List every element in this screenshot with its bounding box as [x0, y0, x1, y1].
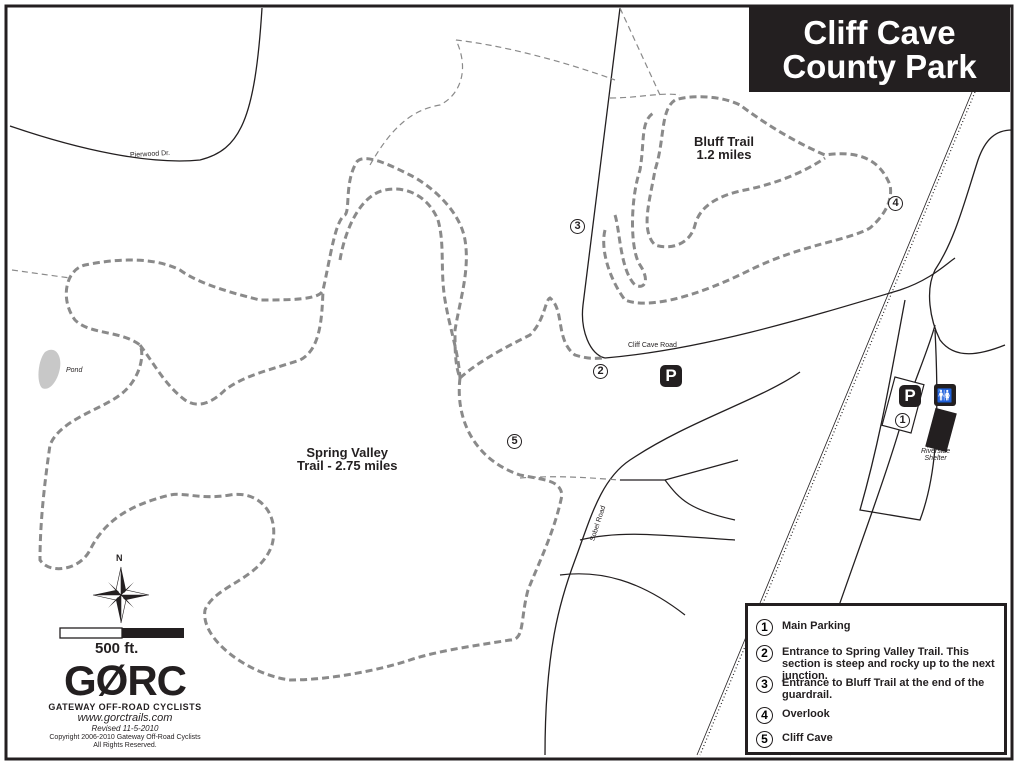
- spring-valley-trail-label: Spring Valley Trail - 2.75 miles: [297, 446, 397, 472]
- connector-path-6: [519, 476, 621, 481]
- map-border: [4, 4, 1014, 761]
- shelter-label-line-1: Riverside: [921, 448, 951, 455]
- river-edge: [928, 129, 1013, 355]
- copyright: Copyright 2006-2010 Gateway Off-Road Cyc…: [49, 734, 201, 741]
- marker-3: 3: [570, 219, 585, 234]
- shelter-label: Riverside Shelter: [921, 448, 950, 462]
- marker-4: 4: [888, 196, 903, 211]
- side-road-4: [559, 573, 686, 616]
- cliff-cave-road-north: [581, 7, 621, 359]
- legend-item-1: 1 Main Parking: [756, 619, 998, 636]
- bluff-trail-label: Bluff Trail 1.2 miles: [694, 135, 754, 161]
- legend-item-3: 3 Entrance to Bluff Trail at the end of …: [756, 676, 998, 701]
- restroom-icon: [934, 384, 956, 406]
- spring-valley-trail: [458, 296, 606, 380]
- parking-sign-riverside-icon: P: [899, 385, 921, 407]
- connector-path-4: [455, 39, 616, 81]
- gorc-logo: GØRC: [64, 657, 187, 704]
- legend-text: Main Parking: [782, 620, 851, 632]
- compass-rose-icon: [92, 566, 150, 624]
- pond: [38, 349, 61, 389]
- spring-valley-trail-name: Spring Valley: [306, 445, 389, 460]
- cliff-cave-road: [604, 257, 956, 359]
- legend-number: 2: [756, 645, 773, 662]
- legend-text: Overlook: [782, 708, 830, 720]
- svg-text:🚻: 🚻: [937, 388, 953, 403]
- spring-valley-trail-length: Trail - 2.75 miles: [297, 458, 398, 473]
- side-road-3: [579, 533, 736, 541]
- scale-bar-white: [59, 627, 123, 639]
- riverside-shelter: [925, 407, 957, 453]
- shelter-label-line-2: Shelter: [924, 455, 947, 462]
- spring-valley-west-connector: [138, 289, 325, 406]
- legend-item-2: 2 Entrance to Spring Valley Trail. This …: [756, 645, 998, 682]
- north-label: N: [116, 553, 123, 563]
- cliff-cave-road-label: Cliff Cave Road: [628, 342, 677, 349]
- connector-path-3: [609, 93, 681, 99]
- bluff-trail: [602, 95, 893, 305]
- railroad: [699, 91, 976, 756]
- gorc-credits: GØRC GATEWAY OFF-ROAD CYCLISTS www.gorct…: [30, 660, 220, 750]
- gorc-url: www.gorctrails.com: [77, 712, 173, 724]
- side-road-1: [620, 459, 739, 481]
- pond-label: Pond: [66, 367, 83, 374]
- pierwood-road: [9, 7, 263, 162]
- gorc-org-name: GATEWAY OFF-ROAD CYCLISTS: [48, 702, 202, 712]
- connector-path: [11, 269, 71, 279]
- legend-text: Entrance to Bluff Trail at the end of th…: [782, 677, 985, 701]
- map-title: Cliff Cave County Park: [749, 7, 1010, 92]
- legend-item-5: 5 Cliff Cave: [756, 731, 998, 748]
- legend-text: Entrance to Spring Valley Trail. This se…: [782, 646, 995, 682]
- parking-sign-icon: P: [660, 365, 682, 387]
- title-line-2: County Park: [782, 48, 977, 85]
- spring-valley-inner: [338, 187, 462, 379]
- bluff-trail-spur: [613, 110, 656, 288]
- marker-2: 2: [593, 364, 608, 379]
- legend-text: Cliff Cave: [782, 732, 833, 744]
- scale-label: 500 ft.: [95, 640, 139, 657]
- scale-bar-black: [122, 628, 184, 638]
- title-line-1: Cliff Cave: [803, 14, 956, 51]
- marker-1: 1: [895, 413, 910, 428]
- connector-path-north: [619, 7, 661, 96]
- railroad-line: [696, 91, 973, 756]
- rights: All Rights Reserved.: [93, 742, 157, 749]
- marker-5: 5: [507, 434, 522, 449]
- legend-number: 4: [756, 707, 773, 724]
- bluff-trail-length: 1.2 miles: [696, 147, 752, 162]
- revision-date: Revised 11-5-2010: [91, 724, 159, 733]
- connector-path-5: [369, 39, 464, 166]
- sobel-road: [544, 371, 801, 756]
- side-road-2: [664, 479, 736, 521]
- bluff-trail-name: Bluff Trail: [694, 134, 754, 149]
- map-legend: 1 Main Parking 2 Entrance to Spring Vall…: [745, 603, 1007, 755]
- legend-number: 5: [756, 731, 773, 748]
- spring-valley-trail-main: [38, 157, 564, 682]
- legend-number: 1: [756, 619, 773, 636]
- legend-item-4: 4 Overlook: [756, 707, 998, 724]
- legend-number: 3: [756, 676, 773, 693]
